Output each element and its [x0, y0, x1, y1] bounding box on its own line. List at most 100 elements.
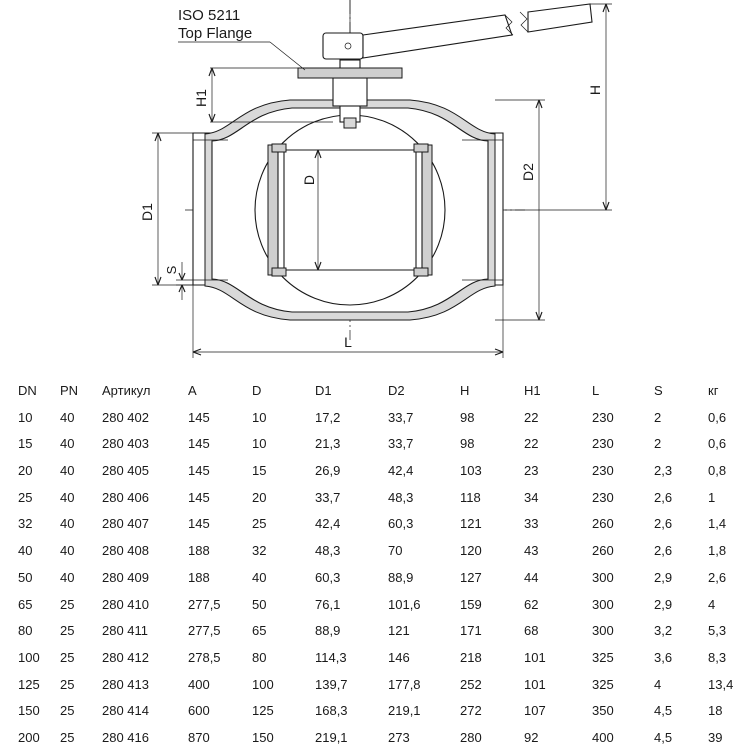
table-cell: 325: [592, 649, 614, 665]
table-cell: 33,7: [388, 409, 414, 425]
table-cell: 145: [188, 516, 210, 532]
table-cell: 350: [592, 703, 614, 719]
table-cell: 40: [60, 489, 75, 505]
table-cell: 39: [708, 729, 723, 745]
table-cell: 4: [654, 676, 662, 692]
table-cell: 40: [60, 569, 75, 585]
table-cell: 25: [60, 703, 75, 719]
table-cell: 25: [18, 489, 33, 505]
table-cell: 114,3: [315, 649, 347, 665]
table-cell: 219,1: [388, 703, 421, 719]
table-cell: 25: [252, 516, 267, 532]
table-cell: 15: [252, 463, 267, 479]
table-cell: 98: [460, 409, 475, 425]
table-cell: 98: [460, 436, 475, 452]
table-cell: 48,3: [315, 543, 341, 559]
table-cell: 17,2: [315, 409, 341, 425]
table-cell: 103: [460, 463, 482, 479]
table-cell: 23: [524, 463, 539, 479]
table-cell: 280 403: [102, 436, 149, 452]
table-cell: 280 414: [102, 703, 149, 719]
table-cell: 101: [524, 676, 546, 692]
table-cell: 0,8: [708, 463, 727, 479]
table-cell: 40: [60, 463, 75, 479]
table-cell: 76,1: [315, 596, 341, 612]
flange-callout: ISO 5211 Top Flange: [178, 7, 306, 71]
table-cell: 230: [592, 463, 614, 479]
valve-body: [192, 99, 504, 321]
table-cell: 100: [18, 649, 40, 665]
dim-d2-label: D2: [520, 163, 536, 181]
table-cell: 10: [18, 409, 33, 425]
table-cell: 50: [18, 569, 33, 585]
table-cell: 22: [524, 409, 539, 425]
table-cell: 10: [252, 436, 267, 452]
table-cell: 60,3: [388, 516, 414, 532]
table-cell: 125: [252, 703, 274, 719]
table-cell: 13,4: [708, 676, 734, 692]
table-cell: 25: [60, 596, 75, 612]
table-cell: 218: [460, 649, 482, 665]
table-cell: 171: [460, 623, 482, 639]
col-header: D1: [315, 383, 332, 398]
dim-h1-label: H1: [193, 89, 209, 107]
table-cell: 2,6: [654, 489, 673, 505]
table-cell: 65: [252, 623, 267, 639]
dim-l-label: L: [344, 334, 352, 350]
table-cell: 48,3: [388, 489, 414, 505]
table-cell: 15: [18, 436, 33, 452]
dim-d1-label: D1: [139, 203, 155, 221]
table-cell: 145: [188, 436, 210, 452]
table-cell: 70: [388, 543, 403, 559]
table-cell: 2,3: [654, 463, 673, 479]
table-cell: 50: [252, 596, 267, 612]
table-cell: 150: [252, 729, 274, 745]
table-cell: 40: [60, 516, 75, 532]
table-cell: 0,6: [708, 436, 727, 452]
table-cell: 2,6: [708, 569, 727, 585]
dim-h-label: H: [587, 85, 603, 95]
table-cell: 120: [460, 543, 482, 559]
table-cell: 65: [18, 596, 33, 612]
table-cell: 42,4: [388, 463, 414, 479]
table-cell: 145: [188, 463, 210, 479]
table-cell: 80: [252, 649, 267, 665]
table-cell: 139,7: [315, 676, 348, 692]
table-cell: 33,7: [388, 436, 414, 452]
table-cell: 272: [460, 703, 482, 719]
table-cell: 40: [252, 569, 267, 585]
table-cell: 150: [18, 703, 40, 719]
table-cell: 230: [592, 409, 614, 425]
table-cell: 20: [18, 463, 33, 479]
table-cell: 300: [592, 623, 614, 639]
col-header: H1: [524, 383, 541, 398]
table-cell: 88,9: [388, 569, 414, 585]
table-cell: 2,9: [654, 569, 673, 585]
table-cell: 2: [654, 436, 662, 452]
table-cell: 278,5: [188, 649, 221, 665]
table-cell: 92: [524, 729, 539, 745]
table-cell: 230: [592, 489, 614, 505]
dim-s: S: [164, 262, 193, 300]
table-cell: 32: [252, 543, 267, 559]
table-cell: 168,3: [315, 703, 348, 719]
col-header: D2: [388, 383, 405, 398]
table-cell: 88,9: [315, 623, 341, 639]
table-cell: 43: [524, 543, 539, 559]
table-cell: 25: [60, 729, 75, 745]
table-cell: 100: [252, 676, 274, 692]
table-cell: 121: [460, 516, 482, 532]
table-cell: 325: [592, 676, 614, 692]
dim-d: D: [290, 149, 325, 271]
table-cell: 159: [460, 596, 482, 612]
table-cell: 280 402: [102, 409, 149, 425]
table-cell: 21,3: [315, 436, 341, 452]
